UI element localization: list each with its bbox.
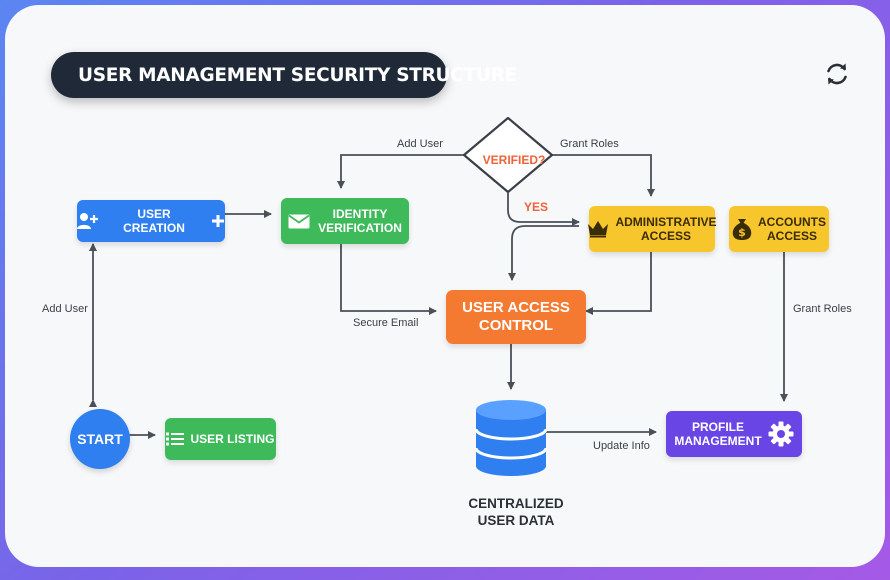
list-icon [166, 432, 185, 446]
user-listing-label: USER LISTING [190, 432, 275, 446]
profile-management-node[interactable]: PROFILE MANAGEMENT [666, 411, 802, 457]
verified-decision-label[interactable]: VERIFIED? [482, 153, 546, 167]
centralized-user-data-label: CENTRALIZED USER DATA [468, 496, 564, 528]
plus-icon [212, 215, 224, 227]
edge-label-grant-roles-right: Grant Roles [793, 303, 852, 315]
diagram-card: USER MANAGEMENT SECURITY STRUCTURE USER … [5, 5, 885, 567]
svg-text:$: $ [738, 226, 746, 239]
edge-to-uac-top [508, 225, 579, 281]
administrative-access-node[interactable]: ADMINISTRATIVE ACCESS [588, 206, 717, 252]
envelope-icon [288, 214, 310, 228]
edge-label-update-info: Update Info [593, 440, 650, 452]
refresh-icon[interactable] [823, 60, 851, 88]
identity-verification-label: IDENTITY VERIFICATION [318, 207, 402, 235]
database-icon [474, 400, 548, 476]
edge-label-yes: YES [524, 200, 549, 214]
edge-decision-to-identity [337, 154, 464, 189]
edge-label-secure-email: Secure Email [353, 317, 419, 329]
administrative-access-label: ADMINISTRATIVE ACCESS [615, 215, 717, 243]
accounts-access-node[interactable]: $ ACCOUNTS ACCESS [729, 206, 829, 252]
user-add-icon [77, 213, 98, 229]
page-title: USER MANAGEMENT SECURITY STRUCTURE [78, 64, 517, 86]
title-banner: USER MANAGEMENT SECURITY STRUCTURE [51, 52, 517, 98]
verified-decision-diamond [462, 116, 554, 194]
edge-admin-uac [585, 245, 655, 315]
edge-identity-to-uac [340, 240, 437, 315]
identity-verification-node[interactable]: IDENTITY VERIFICATION [281, 198, 409, 244]
connector-layer [89, 116, 788, 476]
money-bag-icon: $ [732, 219, 752, 240]
accounts-access-label: ACCOUNTS ACCESS [758, 215, 826, 243]
user-listing-node[interactable]: USER LISTING [165, 418, 276, 460]
start-node[interactable]: START [70, 409, 130, 469]
user-access-control-label: USER ACCESS CONTROL [462, 299, 570, 334]
gear-icon [768, 421, 794, 447]
edge-label-add-user-left: Add User [42, 303, 88, 315]
edge-label-grant-roles-top: Grant Roles [560, 138, 619, 150]
edge-decision-to-admin-yes [507, 193, 580, 226]
edge-decision-to-admin [552, 154, 655, 197]
user-creation-node[interactable]: USER CREATION [77, 200, 225, 242]
crown-icon [588, 221, 609, 238]
edge-label-add-user-top: Add User [397, 138, 443, 150]
user-access-control-node[interactable]: USER ACCESS CONTROL [446, 290, 586, 344]
user-creation-label: USER CREATION [123, 207, 185, 235]
profile-management-label: PROFILE MANAGEMENT [674, 420, 762, 448]
